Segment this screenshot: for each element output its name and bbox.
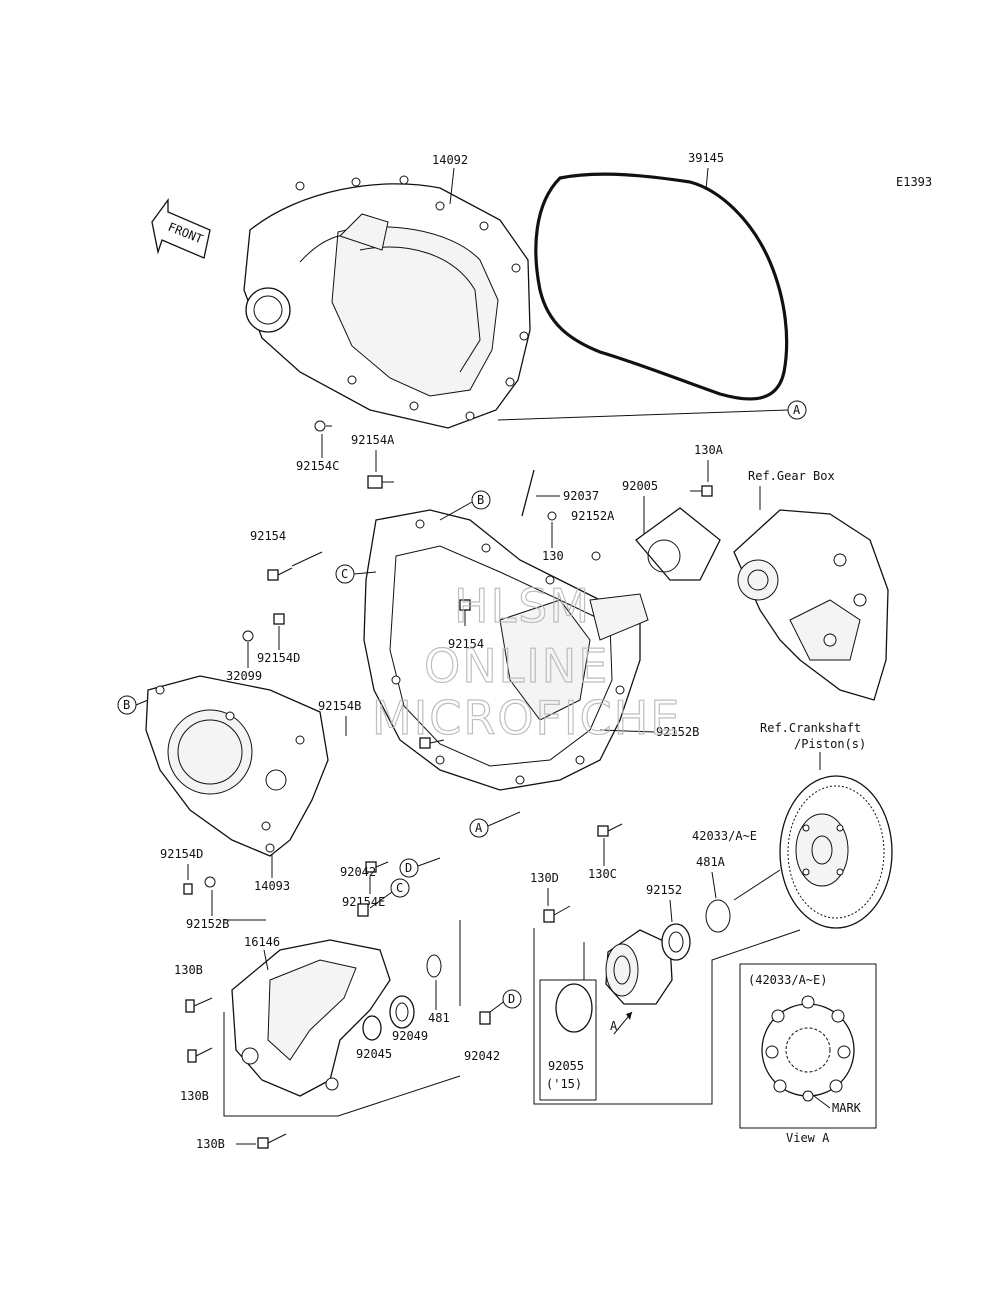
watermark-line-3: MICROFICHE: [372, 691, 681, 745]
label-32099: 92152B: [656, 725, 699, 739]
svg-text:C: C: [341, 567, 348, 581]
label-92152A: 92152A: [571, 509, 615, 523]
front-arrow: FRONT: [151, 198, 211, 259]
clutch-cover-14092: [243, 175, 531, 429]
callout-a-top: [787, 400, 807, 420]
label-130B-3: 130B: [196, 1137, 225, 1151]
flywheel: [779, 775, 893, 929]
bolt-92154A: [367, 475, 394, 489]
svg-text:A: A: [475, 821, 483, 835]
bolt-92154-left: [267, 567, 293, 581]
fitting-92005: [635, 507, 721, 581]
arrow-a-label: A: [610, 1019, 618, 1033]
callout-d-upper: [399, 858, 419, 878]
label-130C: 130C: [588, 867, 617, 881]
svg-text:D: D: [405, 861, 412, 875]
label-130B-2: 130B: [180, 1089, 209, 1103]
ref-crank-2: /Piston(s): [794, 737, 866, 751]
callout-c-lower: [390, 878, 410, 898]
bolt-130: [547, 511, 557, 521]
label-92154D-lower: 92154D: [160, 847, 203, 861]
label-92055: 92055: [548, 1059, 584, 1073]
svg-text:C: C: [396, 881, 403, 895]
label-130B-1: 130B: [174, 963, 203, 977]
washer-92152A: [591, 551, 601, 561]
circlip-481: [426, 954, 442, 978]
label-92049: 92049: [392, 1029, 428, 1043]
view-a-title: (42033/A~E): [748, 973, 827, 987]
callout-b-upper: [471, 490, 491, 510]
ref-crank-1: Ref.Crankshaft: [760, 721, 861, 735]
view-a-box: (42033/A~E) MARK View A: [739, 963, 877, 1145]
label-130: 130: [542, 549, 564, 563]
svg-text:B: B: [123, 698, 130, 712]
cover-14093: [145, 675, 329, 857]
crankcase-32099: [363, 509, 649, 791]
seal-92152: [661, 923, 691, 961]
label-92154C: 92154C: [296, 459, 339, 473]
seal-92045: [362, 1015, 382, 1041]
bolt-92154C: [314, 420, 332, 432]
circlip-481A: [705, 899, 731, 933]
label-92154A: 92154A: [351, 433, 395, 447]
bolt-92154B: [419, 737, 445, 749]
label-92154D-upper: 92154D: [257, 651, 300, 665]
dowel-92042-upper: [357, 903, 369, 917]
label-92042-upper: 92042: [340, 865, 376, 879]
label-92045: 92045: [356, 1047, 392, 1061]
label-14093: 14093: [254, 879, 290, 893]
label-92154E: 92154E: [342, 895, 385, 909]
bolt-130D: [543, 905, 571, 923]
callout-d-lower: [502, 989, 522, 1009]
bolt-130A: [690, 485, 713, 497]
gasket-39145: [534, 172, 789, 401]
label-130A: 130A: [694, 443, 724, 457]
label-92154-center: 92154: [448, 637, 484, 651]
label-92154-left: 92154: [250, 529, 286, 543]
callout-a-mid: [469, 818, 489, 838]
view-a-mark: MARK: [832, 1101, 862, 1115]
bolt-92154E: [365, 861, 389, 873]
label-92037: 92037: [563, 489, 599, 503]
label-481A: 481A: [696, 855, 726, 869]
watermark-line-1: HLSM: [454, 579, 591, 633]
svg-text:B: B: [477, 493, 484, 507]
watermark-line-2: ONLINE: [424, 639, 609, 693]
bolt-130C: [597, 823, 623, 837]
bolt-92154D-upper: [242, 613, 285, 642]
view-a-caption: View A: [786, 1131, 830, 1145]
label-92152B-upper: 32099: [226, 669, 262, 683]
housing-16146: [231, 939, 391, 1097]
hub-42033: [605, 929, 673, 1005]
label-130D: 130D: [530, 871, 559, 885]
dowel-92042-lower: [479, 1011, 491, 1025]
diagram-code: E1393: [896, 175, 932, 189]
label-481: 481: [428, 1011, 450, 1025]
bearing-92049: [389, 995, 415, 1029]
label-92042-lower: 92042: [464, 1049, 500, 1063]
label-14092: 14092: [432, 153, 468, 167]
oring-92055: [555, 983, 593, 1033]
bolt-92154-center: [459, 599, 471, 626]
label-92154B: 92154B: [318, 699, 361, 713]
ref-gearbox: Ref.Gear Box: [748, 469, 835, 483]
bolt-130B-2: [187, 1047, 213, 1063]
label-92005: 92005: [622, 479, 658, 493]
label-15: ('15): [546, 1077, 582, 1091]
gearbox-assembly: [733, 509, 889, 701]
bolt-92154D-lower: [183, 876, 216, 895]
watermark: HLSM ONLINE MICROFICHE: [371, 578, 681, 745]
label-92152: 92152: [646, 883, 682, 897]
label-92152B-lower: 92152B: [186, 917, 229, 931]
svg-text:A: A: [793, 403, 801, 417]
bolt-130B-1: [185, 997, 213, 1013]
label-16146: 16146: [244, 935, 280, 949]
bolt-130B-3: [257, 1133, 287, 1149]
label-42033: 42033/A~E: [692, 829, 757, 843]
label-39145: 39145: [688, 151, 724, 165]
svg-text:D: D: [508, 992, 515, 1006]
